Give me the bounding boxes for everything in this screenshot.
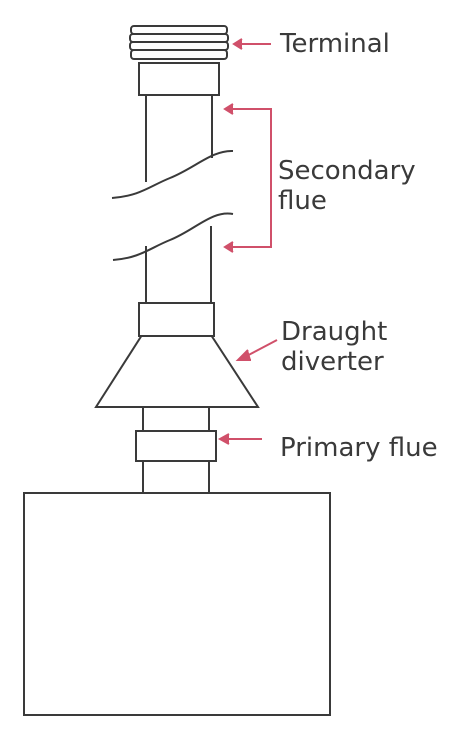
draught-diverter-label-line2: diverter [281,347,384,377]
primary-flue-label: Primary flue [280,433,438,463]
draught-diverter-label: Draught diverter [281,317,387,377]
secondary-flue-pipe-upper [145,95,213,182]
draught-diverter-hood [94,334,260,408]
appliance-box [23,492,331,716]
secondary-flue-collar [138,302,215,337]
break-line-upper [111,149,234,199]
break-line-lower [112,212,234,261]
draught-diverter-label-line1: Draught [281,317,388,347]
secondary-flue-label-line1: Secondary [278,156,416,186]
secondary-flue-label: Secondary flue [278,156,416,216]
secondary-flue-label-line2: flue [278,186,327,216]
secondary-flue-pipe-lower [145,226,212,303]
pointer-draught-diverter [235,339,278,361]
terminal-cap [129,25,229,60]
pointer-primary-flue [217,433,262,445]
terminal-socket [138,62,220,96]
pointer-terminal [232,38,271,50]
primary-flue-collar [135,430,217,462]
pointer-secondary-flue [223,103,272,253]
terminal-label: Terminal [280,29,390,59]
